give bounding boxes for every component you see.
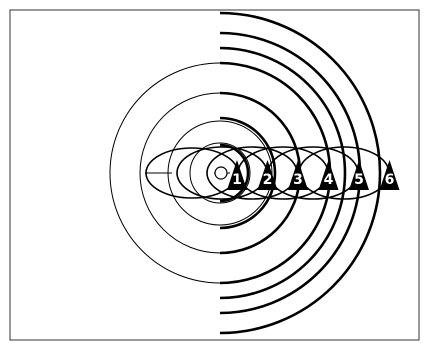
receiver-label-5: 5 (354, 172, 364, 188)
receiver-label-6: 6 (385, 172, 395, 188)
receiver-label-3: 3 (293, 172, 303, 188)
receiver-label-4: 4 (324, 172, 334, 188)
receiver-label-2: 2 (263, 172, 273, 188)
receiver-label-1: 1 (232, 172, 242, 188)
receivers-group: 1 2 3 4 5 6 (227, 160, 400, 190)
source-circle (215, 167, 227, 179)
